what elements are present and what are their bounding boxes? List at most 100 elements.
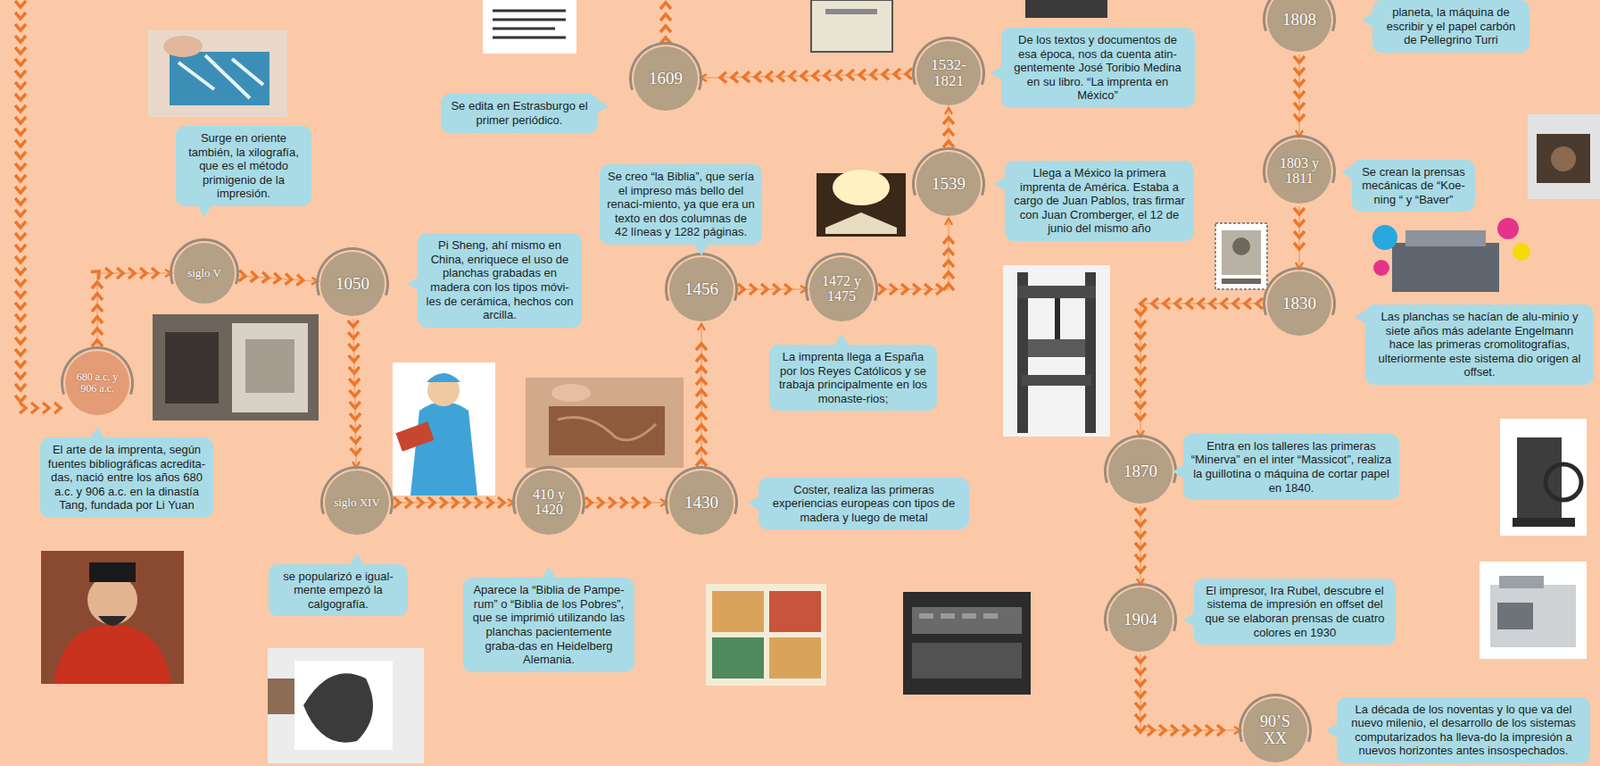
chevron xyxy=(249,271,257,282)
chevron xyxy=(1135,331,1146,339)
chevron xyxy=(789,70,796,82)
timeline-link xyxy=(91,267,172,349)
chevron xyxy=(943,260,954,267)
chevron xyxy=(660,25,672,33)
event-callout: La década de los noventas y lo que va de… xyxy=(1336,696,1591,763)
chevron xyxy=(1135,366,1146,374)
chevron xyxy=(1140,298,1147,309)
chevron xyxy=(140,267,147,279)
chevron xyxy=(1293,56,1305,63)
chevron xyxy=(151,267,158,279)
event-callout: se popularizó e igual-mente empezó la ca… xyxy=(268,563,408,617)
chevron xyxy=(943,117,954,125)
callout-pointer xyxy=(1172,464,1185,479)
chevron xyxy=(284,273,292,285)
chevron xyxy=(91,281,103,289)
chevron xyxy=(1135,320,1146,327)
year-circle: 680 a.c. y 906 a.c. xyxy=(65,350,130,415)
year-label: siglo XIV xyxy=(333,496,381,509)
callout-pointer xyxy=(990,66,1003,81)
chevron xyxy=(1256,298,1263,309)
chevron xyxy=(296,274,304,286)
chevron-connector xyxy=(736,288,807,291)
chevron xyxy=(405,497,412,508)
chevron xyxy=(15,348,26,356)
chevron xyxy=(1175,298,1182,309)
circle-arc xyxy=(1262,0,1336,32)
event-text: El impresor, Ira Rubel, descubre el sist… xyxy=(1201,583,1389,639)
chevron xyxy=(943,237,954,244)
chevron xyxy=(15,325,26,332)
chevron xyxy=(784,283,791,295)
chevron xyxy=(15,140,26,147)
year-label: 680 a.c. y 906 a.c. xyxy=(73,371,122,394)
wooden-press-photo xyxy=(1003,265,1111,437)
chevron xyxy=(1217,724,1224,736)
year-label: 1050 xyxy=(335,274,370,293)
chevron xyxy=(1135,655,1146,663)
minerva-press-photo xyxy=(1500,418,1587,536)
chevron xyxy=(1293,219,1305,226)
year-label: 1830 xyxy=(1282,294,1317,313)
chevron xyxy=(1135,308,1146,316)
year-label: 1609 xyxy=(648,69,683,88)
chevron xyxy=(766,71,773,83)
chevron xyxy=(743,71,750,83)
chevron xyxy=(128,267,135,279)
chevron xyxy=(91,316,103,324)
wood-carving-photo xyxy=(525,377,684,468)
event-callout: Aparece la “Biblia de Pampe-rum” o “Bibl… xyxy=(463,577,635,672)
year-circle: 1609 xyxy=(633,46,698,111)
chevron xyxy=(1293,67,1305,75)
year-circle: 1472 y 1475 xyxy=(809,256,874,322)
circle-arc xyxy=(320,465,394,514)
chevron xyxy=(859,69,866,81)
year-circle: siglo V xyxy=(174,242,235,304)
chevron xyxy=(696,355,707,362)
event-callout: El impresor, Ira Rubel, descubre el sist… xyxy=(1193,578,1396,645)
chevron xyxy=(1135,565,1146,573)
chevron xyxy=(1233,298,1240,309)
chevron xyxy=(15,93,26,100)
chevron xyxy=(348,389,360,397)
year-circle: 1456 xyxy=(669,256,734,322)
chevron xyxy=(261,272,269,283)
chevron xyxy=(15,174,26,182)
chevron xyxy=(15,314,26,321)
year-label: 410 y 1420 xyxy=(526,487,572,518)
chevron xyxy=(1135,530,1146,538)
chevron xyxy=(1198,298,1205,309)
circle-arc xyxy=(60,346,134,395)
callout-pointer xyxy=(90,426,105,439)
chevron xyxy=(620,497,627,508)
chevron xyxy=(696,459,707,466)
chevron xyxy=(15,337,26,344)
chevron xyxy=(772,283,780,295)
timeline-link xyxy=(348,318,362,468)
chevron xyxy=(1135,507,1146,514)
chevron xyxy=(15,279,26,286)
year-circle: 1904 xyxy=(1108,587,1173,652)
year-label: 90’S XX xyxy=(1253,712,1297,747)
event-text: Coster, realiza las primeras experiencia… xyxy=(765,482,962,525)
callout-pointer xyxy=(834,333,849,346)
circle-arc xyxy=(664,465,738,514)
circle-arc xyxy=(169,238,240,285)
carving-photo xyxy=(148,30,288,117)
chevron xyxy=(696,389,707,397)
chevron xyxy=(348,343,359,350)
callout-pointer xyxy=(541,566,556,579)
chevron xyxy=(348,366,360,374)
year-label: 1870 xyxy=(1123,462,1158,481)
chevron xyxy=(486,497,493,508)
event-text: Entra en los talleres las primeras “Mine… xyxy=(1190,439,1393,495)
year-label: 1456 xyxy=(684,280,719,299)
callout-pointer xyxy=(1341,165,1353,180)
chevron xyxy=(943,283,954,291)
chevron xyxy=(15,244,26,251)
year-label: 1803 y 1811 xyxy=(1276,156,1322,187)
event-text: se popularizó e igual-mente empezó la ca… xyxy=(275,569,401,612)
chevron xyxy=(1135,343,1146,350)
chevron xyxy=(1221,298,1228,309)
